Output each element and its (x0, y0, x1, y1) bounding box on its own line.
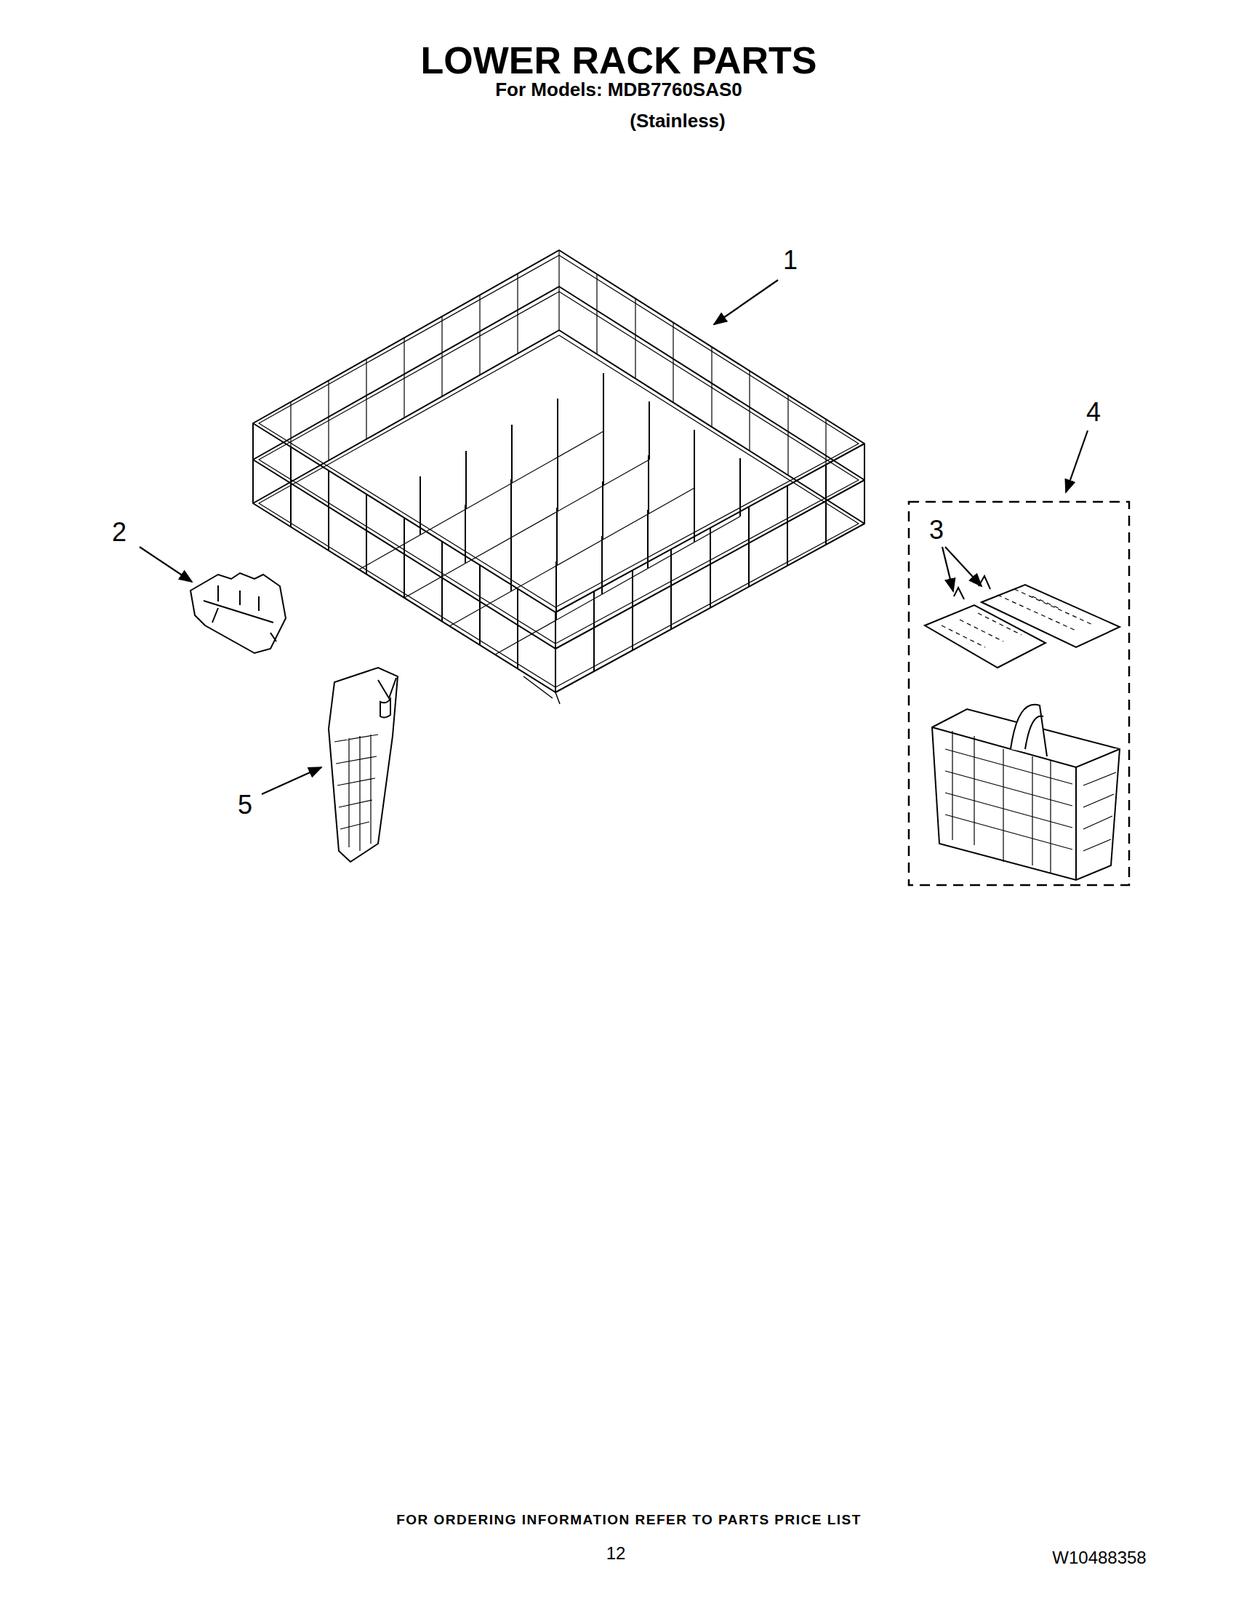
page-title: LOWER RACK PARTS (420, 39, 817, 82)
model-number: For Models: MDB7760SAS0 (495, 79, 743, 101)
model-finish: (Stainless) (629, 110, 726, 132)
basket-covers (924, 575, 1120, 668)
lower-rack (253, 250, 865, 704)
silverware-basket (932, 704, 1120, 880)
utensil-holder (328, 667, 398, 862)
document-number: W10488358 (1052, 1547, 1146, 1567)
rack-clip (190, 572, 286, 653)
leader-lines (139, 279, 1088, 794)
callout-number: 1 (783, 245, 798, 275)
footer-note: FOR ORDERING INFORMATION REFER TO PARTS … (396, 1512, 862, 1528)
kit-bracket (908, 501, 1130, 885)
callout-number: 3 (929, 515, 944, 545)
callout-number: 4 (1086, 397, 1101, 427)
callout-number: 2 (111, 517, 127, 547)
page-number: 12 (606, 1543, 626, 1563)
callout-number: 5 (237, 790, 253, 820)
